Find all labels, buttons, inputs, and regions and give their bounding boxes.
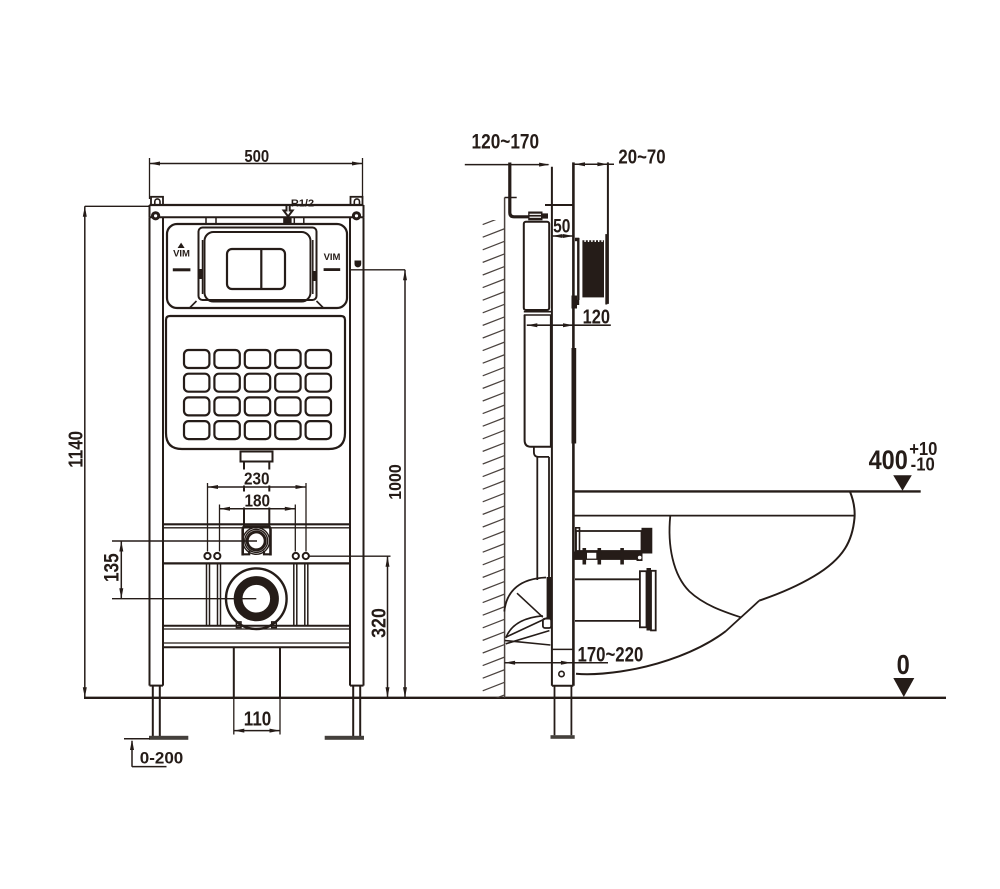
svg-text:+10: +10 <box>909 438 937 459</box>
svg-text:230: 230 <box>244 468 270 488</box>
svg-text:50: 50 <box>553 215 570 237</box>
svg-text:-10: -10 <box>911 454 935 475</box>
svg-text:R1/2: R1/2 <box>291 198 314 209</box>
svg-text:170~220: 170~220 <box>577 644 643 667</box>
svg-text:VIM: VIM <box>324 252 341 263</box>
svg-text:1140: 1140 <box>64 431 87 468</box>
svg-text:135: 135 <box>101 553 124 582</box>
svg-text:400: 400 <box>869 446 908 476</box>
svg-text:110: 110 <box>244 707 271 730</box>
svg-text:1000: 1000 <box>385 464 405 499</box>
svg-text:0: 0 <box>897 650 910 680</box>
svg-text:VIM: VIM <box>173 249 190 260</box>
svg-text:500: 500 <box>244 147 269 166</box>
svg-text:120: 120 <box>583 305 610 328</box>
svg-text:180: 180 <box>245 490 271 510</box>
svg-text:20~70: 20~70 <box>618 145 665 168</box>
svg-text:320: 320 <box>368 608 390 638</box>
svg-text:0-200: 0-200 <box>140 748 183 767</box>
svg-text:120~170: 120~170 <box>472 131 540 154</box>
